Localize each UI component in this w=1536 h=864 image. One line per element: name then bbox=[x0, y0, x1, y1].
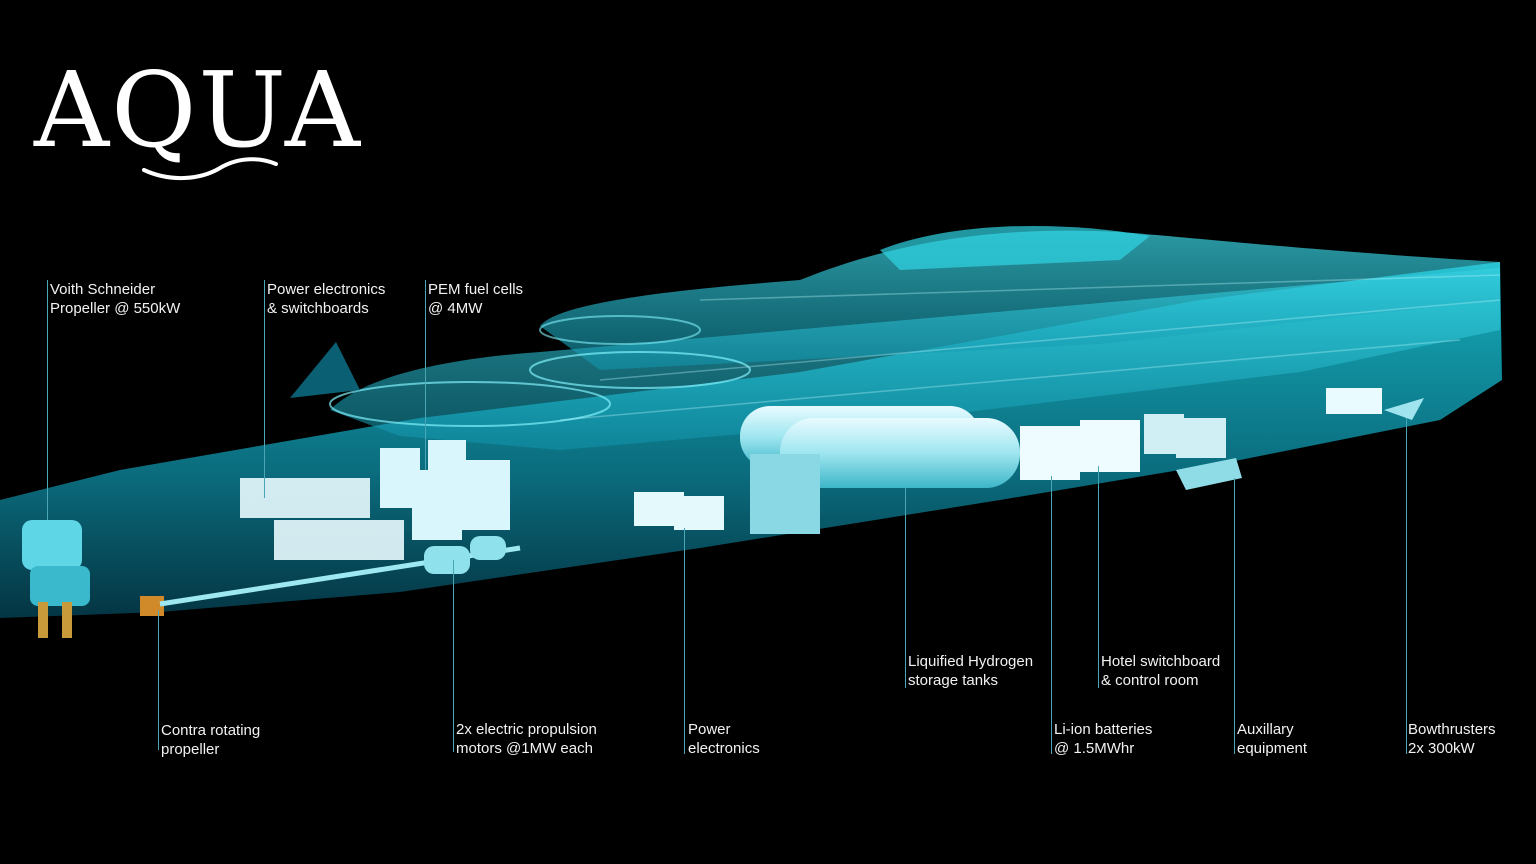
label-line: Hotel switchboard bbox=[1101, 653, 1221, 670]
power-electronics-blocks bbox=[634, 492, 724, 530]
label-hotel-switchboard: Hotel switchboard & control room bbox=[1101, 652, 1220, 690]
label-line: Auxillary bbox=[1237, 721, 1294, 738]
battery-racks bbox=[1020, 420, 1140, 480]
label-line: Power bbox=[688, 721, 731, 738]
label-line: Power electronics bbox=[267, 281, 386, 298]
bridge-dome bbox=[880, 225, 1150, 270]
label-line: propeller bbox=[161, 741, 220, 758]
label-line: & switchboards bbox=[267, 300, 369, 317]
label-line: @ 4MW bbox=[428, 300, 483, 317]
label-contra-rotating: Contra rotating propeller bbox=[161, 721, 260, 759]
leader-line-pem bbox=[425, 280, 426, 470]
label-line: motors @1MW each bbox=[456, 740, 593, 757]
label-pem-fuel-cells: PEM fuel cells @ 4MW bbox=[428, 280, 523, 318]
label-line: PEM fuel cells bbox=[428, 281, 524, 298]
aqua-logo: AQUA bbox=[34, 49, 362, 171]
label-line: Contra rotating bbox=[161, 722, 261, 739]
leader-line-batteries bbox=[1051, 476, 1052, 754]
leader-line-hotel bbox=[1098, 466, 1099, 688]
label-line: Propeller @ 550kW bbox=[50, 300, 181, 317]
bowthruster-units bbox=[1326, 388, 1424, 420]
label-power-electronics: Power electronics bbox=[688, 720, 760, 758]
superstructure-upper bbox=[540, 230, 1500, 370]
leader-line-auxillary bbox=[1234, 478, 1235, 754]
label-li-ion-batteries: Li-ion batteries @ 1.5MWhr bbox=[1054, 720, 1152, 758]
label-auxillary-equipment: Auxillary equipment bbox=[1237, 720, 1307, 758]
label-bowthrusters: Bowthrusters 2x 300kW bbox=[1408, 720, 1496, 758]
label-line: @ 1.5MWhr bbox=[1054, 740, 1135, 757]
label-voith-schneider: Voith Schneider Propeller @ 550kW bbox=[50, 280, 180, 318]
hotel-switchboard-equipment bbox=[1144, 414, 1226, 458]
electric-motors bbox=[424, 536, 506, 574]
hydrogen-tanks bbox=[740, 406, 1020, 534]
leader-line-hydrogen bbox=[905, 488, 906, 688]
label-electric-motors: 2x electric propulsion motors @1MW each bbox=[456, 720, 597, 758]
label-power-switchboards: Power electronics & switchboards bbox=[267, 280, 385, 318]
label-line: storage tanks bbox=[908, 672, 999, 689]
label-liquified-hydrogen: Liquified Hydrogen storage tanks bbox=[908, 652, 1033, 690]
label-line: Li-ion batteries bbox=[1054, 721, 1153, 738]
label-line: equipment bbox=[1237, 740, 1308, 757]
leader-line-voith bbox=[47, 280, 48, 520]
label-line: electronics bbox=[688, 740, 760, 757]
leader-line-contra bbox=[158, 610, 159, 750]
leader-line-power-switchboards bbox=[264, 280, 265, 498]
leader-line-motors bbox=[453, 560, 454, 752]
label-line: Voith Schneider bbox=[50, 281, 156, 298]
switchboard-cabinets bbox=[240, 478, 404, 560]
label-line: & control room bbox=[1101, 672, 1199, 689]
label-line: Liquified Hydrogen bbox=[908, 653, 1034, 670]
leader-line-bowthrusters bbox=[1406, 418, 1407, 754]
label-line: 2x electric propulsion bbox=[456, 721, 597, 738]
label-line: Bowthrusters bbox=[1408, 721, 1496, 738]
fuel-cell-blocks bbox=[380, 440, 510, 540]
logo-swash bbox=[142, 157, 278, 180]
leader-line-power-electronics bbox=[684, 528, 685, 754]
label-line: 2x 300kW bbox=[1408, 740, 1475, 757]
